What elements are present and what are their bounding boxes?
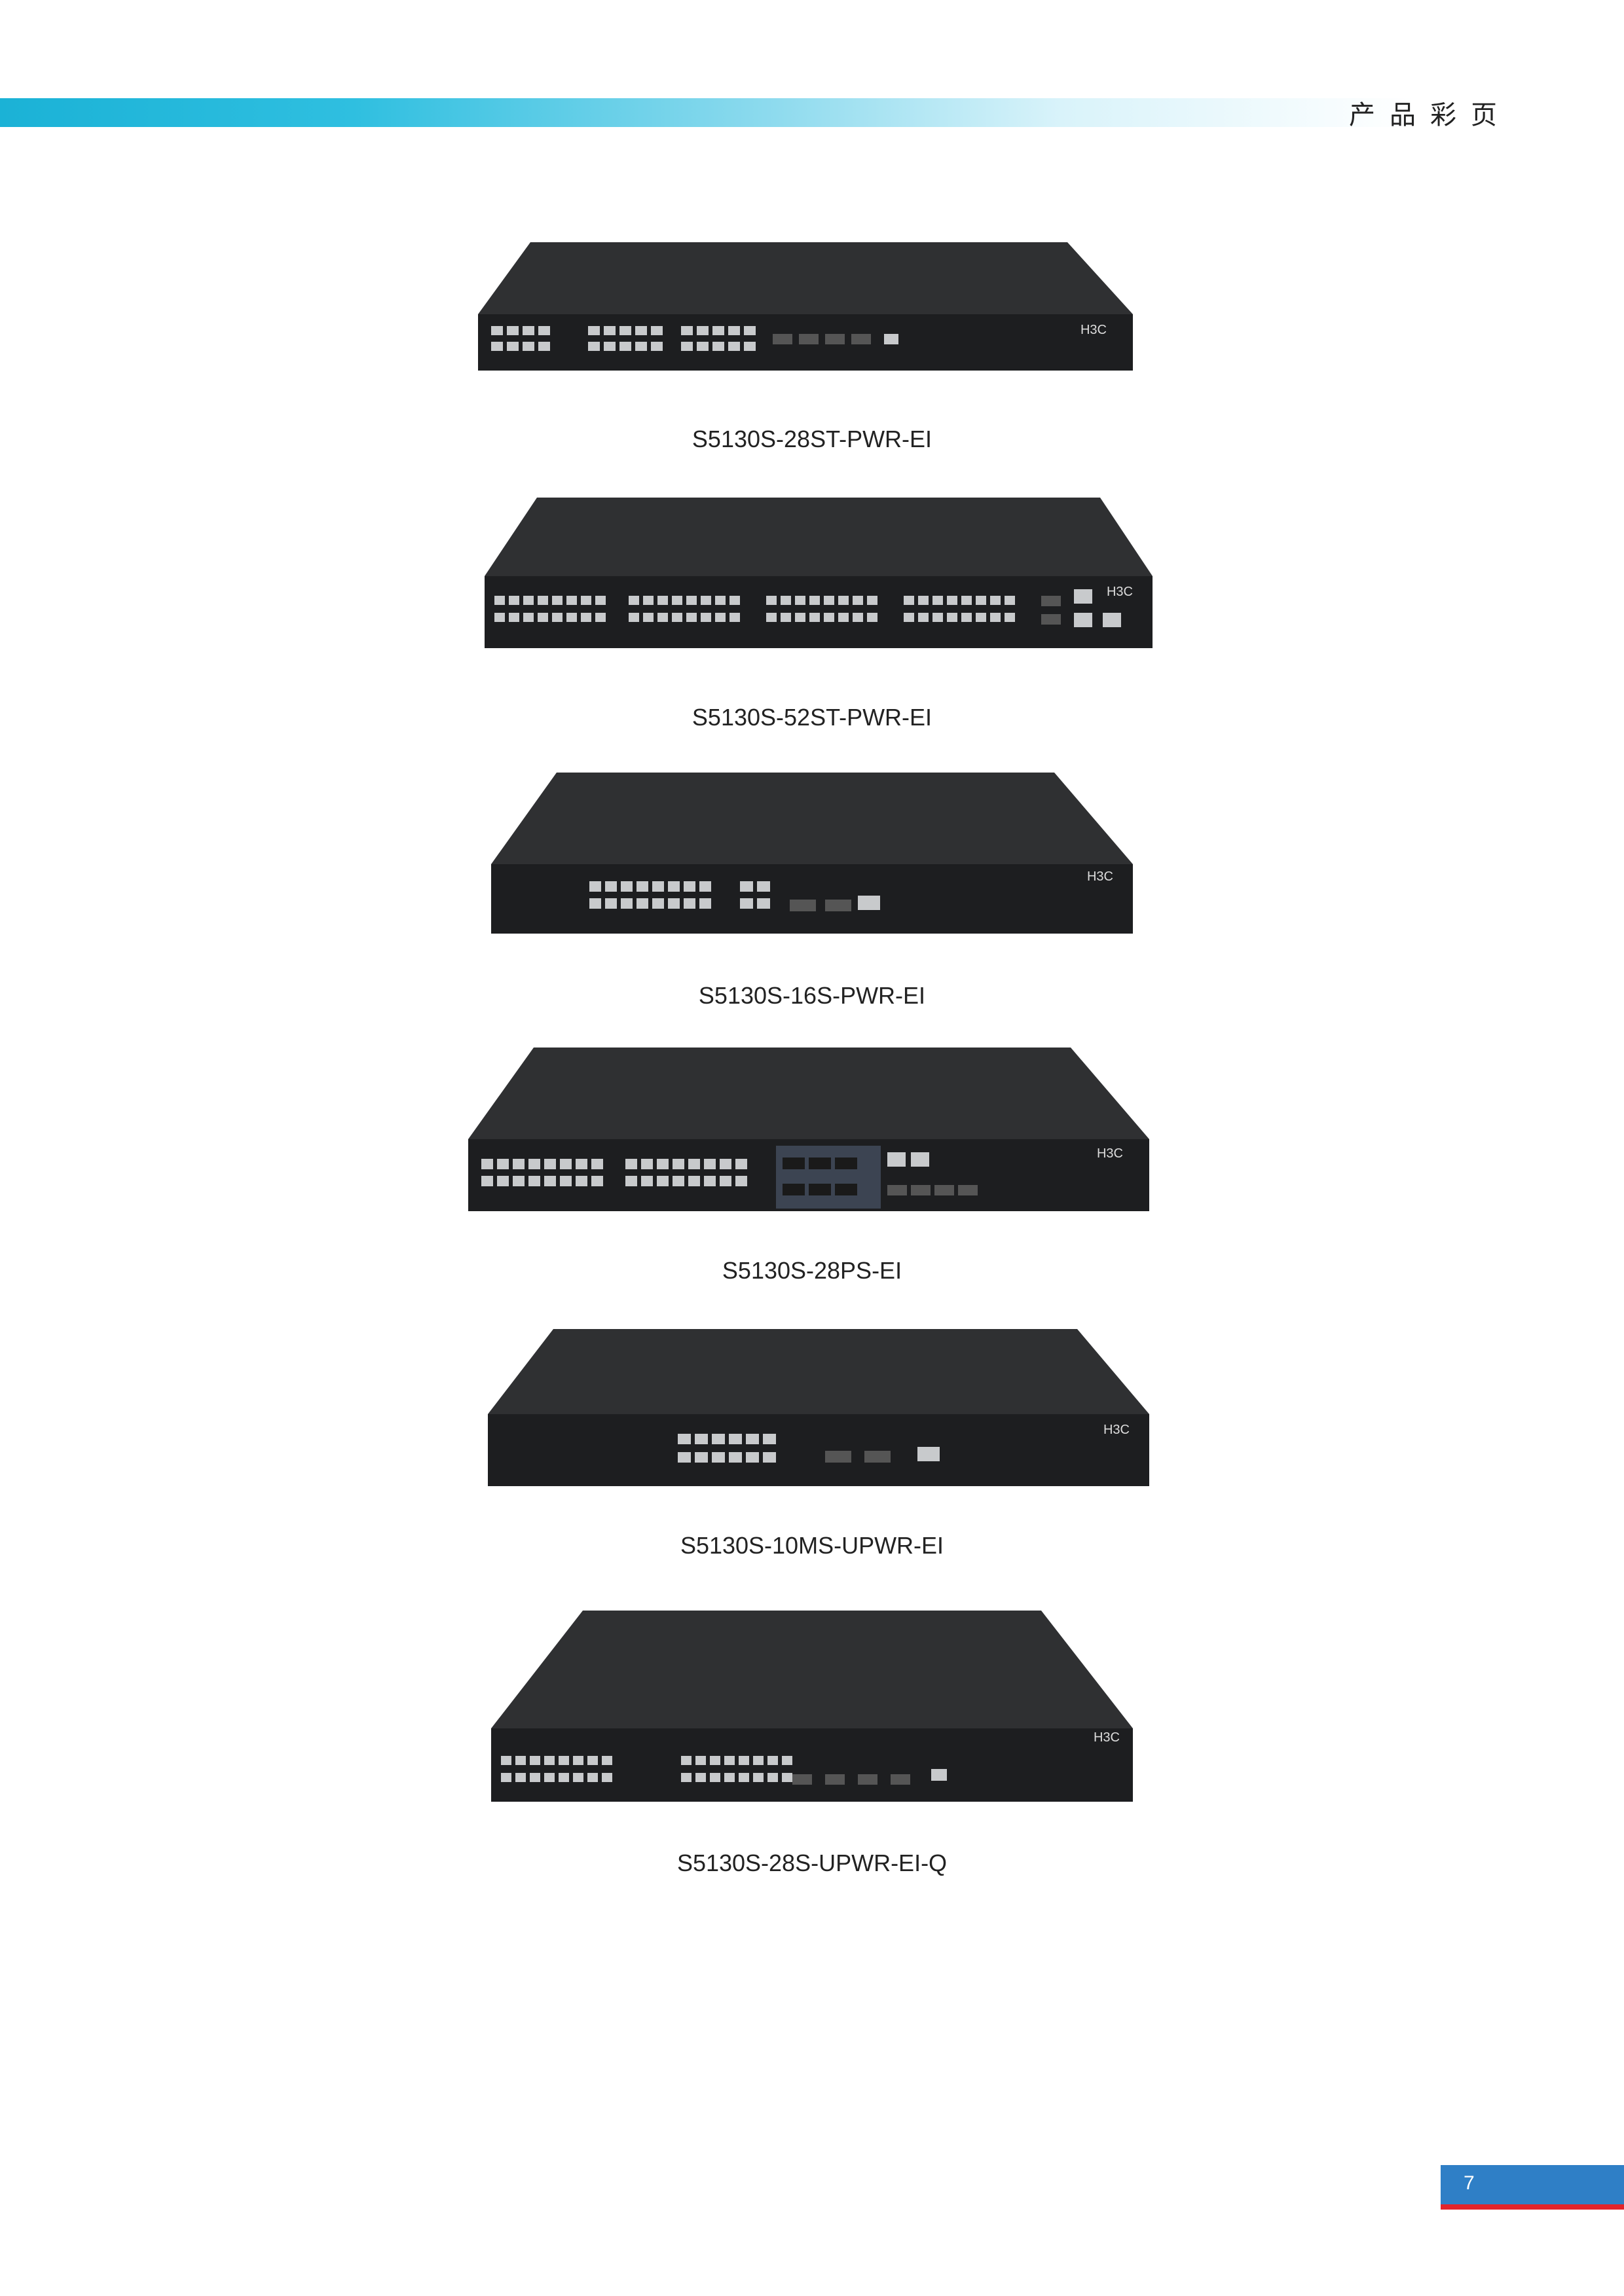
product-caption-2: S5130S-52ST-PWR-EI bbox=[692, 704, 932, 731]
product-caption-5: S5130S-10MS-UPWR-EI bbox=[680, 1532, 944, 1559]
switch-illustration: H3C bbox=[478, 242, 1133, 371]
product-caption-3: S5130S-16S-PWR-EI bbox=[698, 982, 926, 1009]
brand-logo: H3C bbox=[1087, 869, 1113, 884]
page-number-box bbox=[1441, 2165, 1624, 2204]
brand-logo: H3C bbox=[1080, 323, 1107, 337]
switch-illustration: H3C bbox=[485, 498, 1153, 648]
product-caption-6: S5130S-28S-UPWR-EI-Q bbox=[676, 1850, 948, 1876]
brand-logo: H3C bbox=[1103, 1423, 1130, 1437]
page-header-title: 产品彩页 bbox=[1349, 100, 1511, 130]
product-image-2: H3C bbox=[0, 498, 1624, 655]
product-caption-1: S5130S-28ST-PWR-EI bbox=[692, 426, 932, 452]
product-image-1: H3C bbox=[0, 242, 1624, 373]
product-image-4: H3C bbox=[0, 1048, 1624, 1218]
switch-illustration: H3C bbox=[491, 1611, 1133, 1802]
header-gradient-band bbox=[0, 98, 1414, 127]
brand-logo: H3C bbox=[1107, 585, 1133, 599]
product-image-6: H3C bbox=[0, 1611, 1624, 1807]
page-number: 7 bbox=[1464, 2172, 1475, 2194]
brand-logo: H3C bbox=[1094, 1730, 1120, 1745]
brand-logo: H3C bbox=[1097, 1146, 1123, 1161]
switch-illustration: H3C bbox=[488, 1329, 1149, 1486]
switch-illustration: H3C bbox=[491, 773, 1133, 934]
product-caption-4: S5130S-28PS-EI bbox=[722, 1257, 902, 1284]
page-number-accent-bar bbox=[1441, 2204, 1624, 2210]
product-image-5: H3C bbox=[0, 1329, 1624, 1493]
product-image-3: H3C bbox=[0, 773, 1624, 936]
switch-illustration: H3C bbox=[468, 1048, 1149, 1211]
